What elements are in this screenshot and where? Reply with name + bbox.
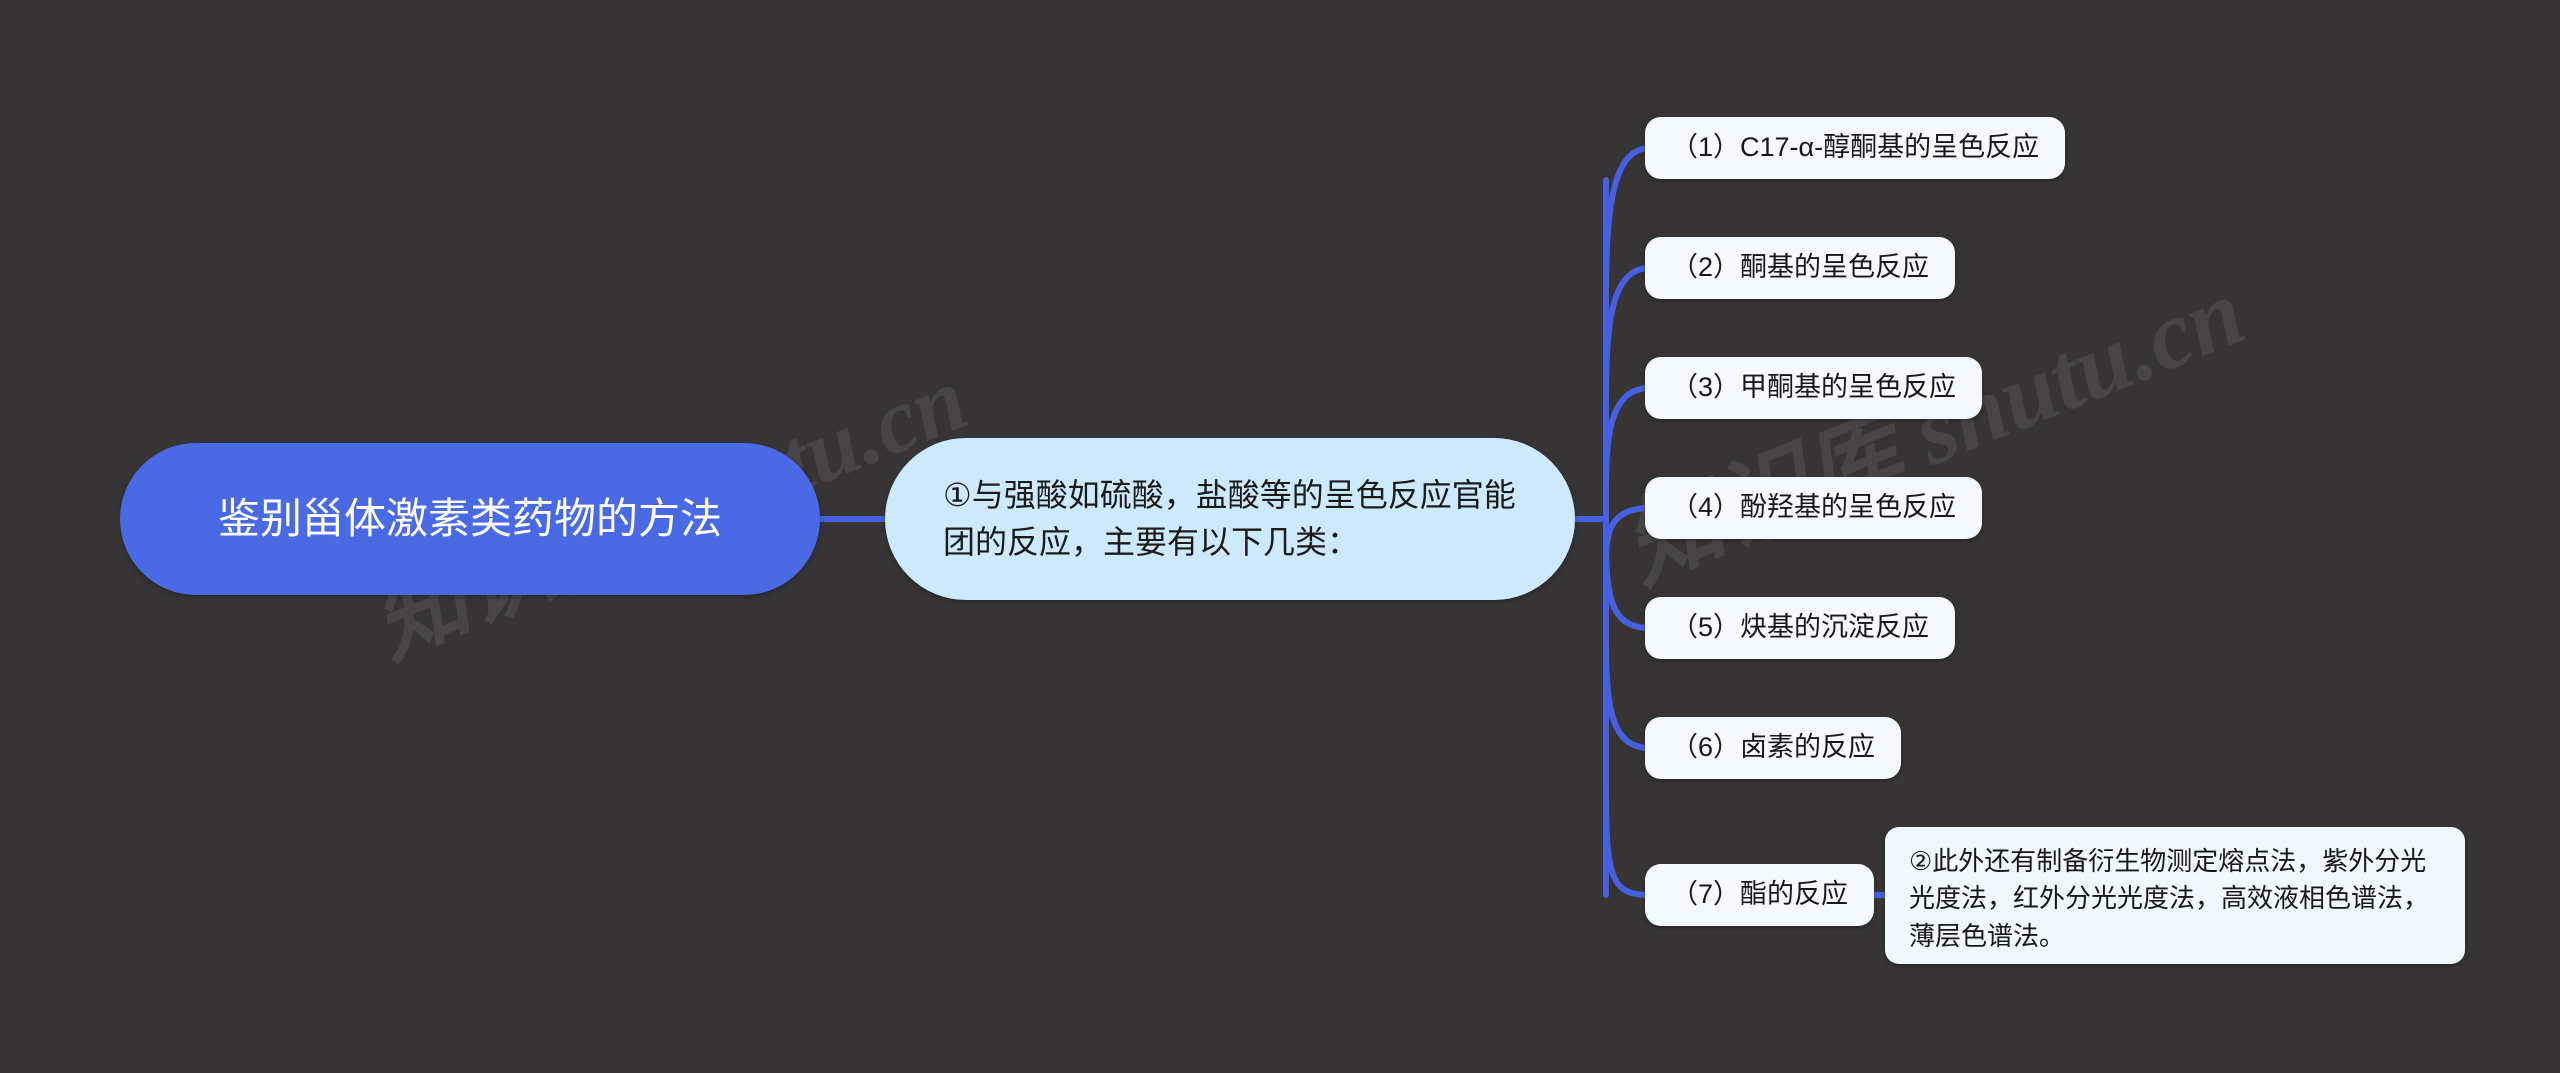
edge-spine-leaf-2 — [1603, 265, 1653, 403]
leaf-node-6[interactable]: （6）卤素的反应 — [1645, 717, 1902, 779]
leaf-node-3-label: （3）甲酮基的呈色反应 — [1671, 372, 1957, 403]
leaf-node-5-label: （5）炔基的沉淀反应 — [1671, 612, 1930, 643]
note-node-label: ②此外还有制备衍生物测定熔点法，紫外分光光度法，红外分光光度法，高效液相色谱法，… — [1909, 846, 2430, 951]
leaf-node-7-label: （7）酯的反应 — [1671, 879, 1849, 910]
leaf-node-2[interactable]: （2）酮基的呈色反应 — [1645, 237, 1956, 299]
leaf-node-4-label: （4）酚羟基的呈色反应 — [1671, 492, 1957, 523]
leaf-node-1[interactable]: （1）C17-α-醇酮基的呈色反应 — [1645, 117, 2066, 179]
leaf-node-5[interactable]: （5）炔基的沉淀反应 — [1645, 597, 1956, 659]
leaf-node-2-label: （2）酮基的呈色反应 — [1671, 252, 1930, 283]
leaf-node-1-label: （1）C17-α-醇酮基的呈色反应 — [1671, 132, 2040, 163]
leaf-node-7[interactable]: （7）酯的反应 — [1645, 864, 1875, 926]
leaf-node-3[interactable]: （3）甲酮基的呈色反应 — [1645, 357, 1983, 419]
root-node-label: 鉴别甾体激素类药物的方法 — [217, 495, 722, 543]
edge-spine-leaf-6 — [1603, 637, 1653, 751]
edge-spine-leaf-4 — [1603, 505, 1653, 563]
branch-node-label: ①与强酸如硫酸，盐酸等的呈色反应官能团的反应，主要有以下几类： — [943, 477, 1516, 560]
root-node[interactable]: 鉴别甾体激素类药物的方法 — [120, 443, 820, 595]
edge-spine-leaf-7 — [1603, 787, 1653, 898]
leaf-node-4[interactable]: （4）酚羟基的呈色反应 — [1645, 477, 1983, 539]
edge-spine-leaf-3 — [1603, 385, 1653, 493]
edge-spine-leaf-5 — [1603, 537, 1653, 631]
leaf-node-6-label: （6）卤素的反应 — [1671, 732, 1876, 763]
edge-spine-leaf-1 — [1603, 145, 1653, 303]
branch-node[interactable]: ①与强酸如硫酸，盐酸等的呈色反应官能团的反应，主要有以下几类： — [885, 438, 1575, 600]
note-node[interactable]: ②此外还有制备衍生物测定熔点法，紫外分光光度法，红外分光光度法，高效液相色谱法，… — [1885, 827, 2465, 964]
